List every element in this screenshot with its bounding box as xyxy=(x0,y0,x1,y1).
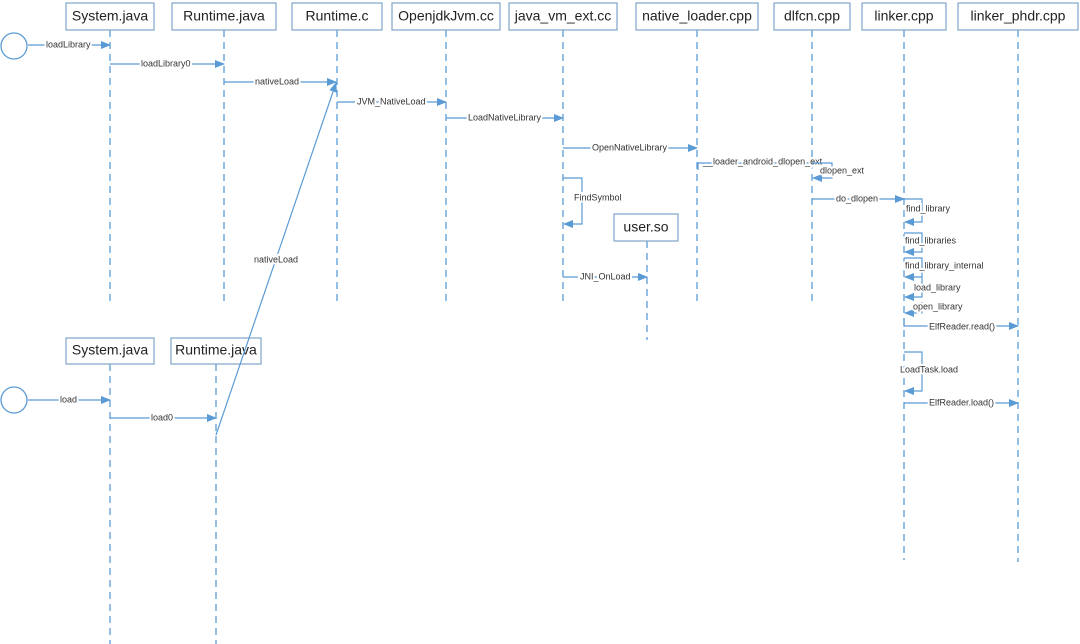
message-label: nativeLoad xyxy=(254,254,298,264)
message-dlopen-ext: dlopen_ext xyxy=(812,162,867,182)
participant-label: dlfcn.cpp xyxy=(784,8,840,24)
participant-linker-phdr: linker_phdr.cpp xyxy=(957,2,1079,31)
message-load-library: load_library xyxy=(904,277,963,301)
participant-label: user.so xyxy=(623,219,668,235)
message-label: load_library xyxy=(914,282,961,292)
message-loadnativelibrary: LoadNativeLibrary xyxy=(446,110,564,124)
message-load: load xyxy=(28,392,111,406)
participant-openjdkjvm: OpenjdkJvm.cc xyxy=(391,2,501,31)
participant-label: Runtime.java xyxy=(175,342,257,358)
message-label: FindSymbol xyxy=(574,192,622,202)
participant-java-vm-ext: java_vm_ext.cc xyxy=(508,2,618,31)
message-loadlibrary0: loadLibrary0 xyxy=(110,56,225,70)
message-opennativelibrary: OpenNativeLibrary xyxy=(563,140,698,154)
message-label: LoadTask.load xyxy=(900,364,958,374)
message-label: dlopen_ext xyxy=(820,165,865,175)
message-nativeload-2: nativeLoad xyxy=(215,82,337,436)
message-label: loadLibrary0 xyxy=(141,58,191,68)
message-elfreader-read: ElfReader.read() xyxy=(903,318,1019,333)
message-label: do_dlopen xyxy=(836,193,878,203)
lifelines xyxy=(109,30,1019,644)
participant-native-loader: native_loader.cpp xyxy=(635,2,759,31)
message-label: loadLibrary xyxy=(46,39,91,49)
message-label: nativeLoad xyxy=(255,76,299,86)
message-find-libraries: find_libraries xyxy=(903,232,959,256)
message-open-library: open_library xyxy=(904,299,965,317)
message-load0: load0 xyxy=(110,410,217,424)
participant-runtime-c: Runtime.c xyxy=(291,2,383,31)
message-label: ElfReader.load() xyxy=(929,397,994,407)
message-jvm-nativeload: JVM_NativeLoad xyxy=(337,94,447,108)
participant-label: native_loader.cpp xyxy=(642,8,752,24)
actor-caller-1 xyxy=(0,32,28,60)
participant-system-java: System.java xyxy=(65,2,155,31)
message-find-library: find_library xyxy=(904,198,953,226)
participant-label: java_vm_ext.cc xyxy=(514,8,611,24)
message-loadlibrary: loadLibrary xyxy=(28,37,111,51)
participant-label: System.java xyxy=(72,342,148,358)
participant-user-so: user.so xyxy=(613,213,679,242)
message-label: JNI_OnLoad xyxy=(580,271,631,281)
participant-runtime-java: Runtime.java xyxy=(171,2,277,31)
message-label: find_libraries xyxy=(905,235,957,245)
message-label: LoadNativeLibrary xyxy=(468,112,542,122)
message-label: open_library xyxy=(913,301,963,311)
participant-label: System.java xyxy=(72,8,148,24)
message-label: OpenNativeLibrary xyxy=(592,142,668,152)
message-loader-dlopen-ext: __loader_android_dlopen_ext xyxy=(697,154,825,170)
participant-linker: linker.cpp xyxy=(861,2,947,31)
message-label: find_library_internal xyxy=(905,260,984,270)
message-label: __loader_android_dlopen_ext xyxy=(702,156,823,166)
message-nativeload: nativeLoad xyxy=(224,74,337,88)
message-find-library-internal: find_library_internal xyxy=(903,257,986,281)
message-jni-onload: JNI_OnLoad xyxy=(563,269,648,283)
participant-label: linker_phdr.cpp xyxy=(971,8,1066,24)
message-label: find_library xyxy=(906,203,951,213)
message-label: ElfReader.read() xyxy=(929,321,995,331)
message-findsymbol: FindSymbol xyxy=(563,177,624,228)
message-label: load0 xyxy=(151,412,173,422)
participant-label: Runtime.java xyxy=(183,8,265,24)
participant-dlfcn: dlfcn.cpp xyxy=(773,2,851,31)
message-loadtask-load: LoadTask.load xyxy=(898,351,960,395)
participant-label: OpenjdkJvm.cc xyxy=(398,8,494,24)
message-do-dlopen: do_dlopen xyxy=(812,191,905,205)
message-label: load xyxy=(60,394,77,404)
message-label: JVM_NativeLoad xyxy=(357,96,426,106)
participant-label: linker.cpp xyxy=(874,8,933,24)
participant-system-java-2: System.java xyxy=(65,337,155,365)
participant-runtime-java-2: Runtime.java xyxy=(170,337,262,365)
participant-label: Runtime.c xyxy=(305,8,368,24)
message-elfreader-load: ElfReader.load() xyxy=(904,395,1019,409)
actor-caller-2 xyxy=(0,386,28,414)
